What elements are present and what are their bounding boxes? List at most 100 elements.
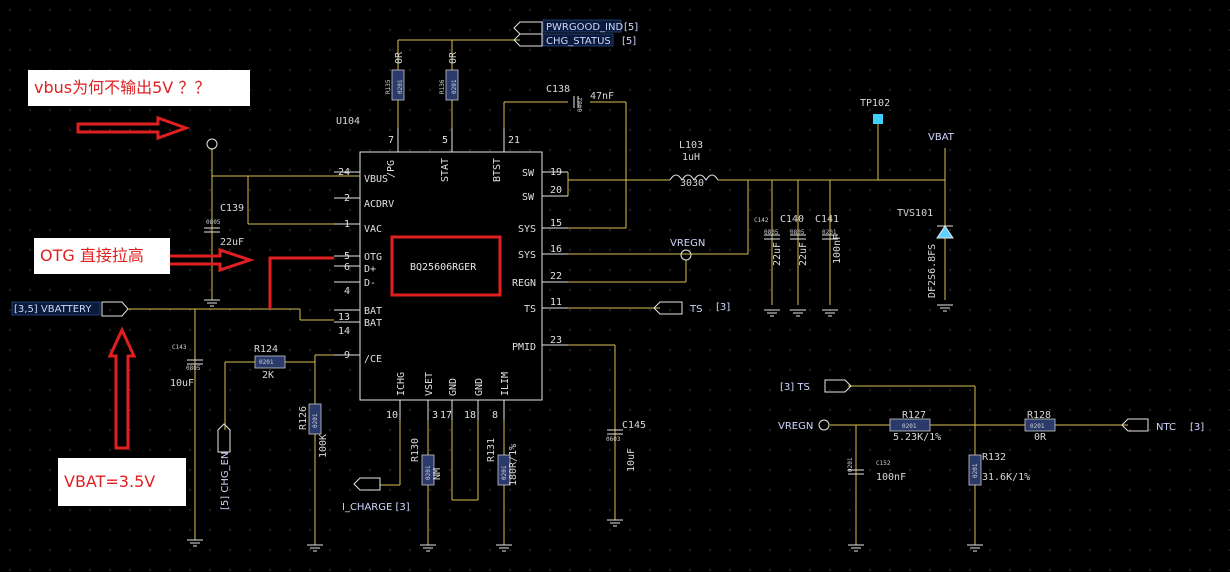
c152-pkg: 0201 — [847, 457, 854, 472]
r132-pkg: 0201 — [972, 463, 979, 478]
tp102-label: TP102 — [860, 98, 890, 109]
svg-text:4: 4 — [344, 286, 350, 297]
r130-pkg: 0201 — [425, 465, 432, 480]
svg-text:VAC: VAC — [364, 224, 382, 235]
svg-text:8: 8 — [492, 410, 498, 421]
c143-pkg: 0805 — [186, 365, 201, 372]
r135-ref: R135 — [385, 79, 392, 94]
r126-ref: R126 — [298, 406, 309, 430]
c140-val: 22uF — [798, 242, 809, 266]
svg-text:2: 2 — [344, 193, 350, 204]
svg-text:3: 3 — [432, 410, 438, 421]
l103-val: 1uH — [682, 152, 700, 163]
chg-en-port: [5] CHG_EN — [220, 452, 231, 510]
c141-val: 100nF — [832, 234, 843, 264]
svg-text:10: 10 — [386, 410, 398, 421]
svg-text:5: 5 — [442, 135, 448, 146]
ic-highlight-box — [390, 235, 502, 297]
c152-val: 100nF — [876, 472, 906, 483]
pwrgood-ref: [5] — [624, 22, 638, 33]
r131-val: 180R/1% — [508, 444, 519, 486]
svg-text:VSET: VSET — [424, 372, 435, 396]
svg-text:19: 19 — [550, 167, 562, 178]
ts-out-ref: [3] — [716, 302, 730, 313]
svg-text:BAT: BAT — [364, 318, 382, 329]
c145-val: 10uF — [626, 448, 637, 472]
r128-ref: R128 — [1027, 410, 1051, 421]
r128-val: 0R — [1034, 432, 1047, 443]
tvs101-ref: TVS101 — [897, 208, 933, 219]
svg-text:22: 22 — [550, 271, 562, 282]
c139-val: 22uF — [220, 237, 244, 248]
svg-text:BAT: BAT — [364, 306, 382, 317]
vregn2-terminal — [818, 419, 830, 431]
vregn-terminal — [680, 249, 692, 261]
otg-pullup-wire — [268, 256, 334, 309]
vbus-question-callout: vbus为何不输出5V ？？ — [28, 70, 250, 106]
svg-text:21: 21 — [508, 135, 520, 146]
i-charge-port: I_CHARGE [3] — [342, 502, 410, 513]
svg-text:VBUS: VBUS — [364, 174, 388, 185]
r127-pkg: 0201 — [902, 423, 917, 430]
c138-ref: C138 — [546, 84, 570, 95]
svg-text:SYS: SYS — [518, 250, 536, 261]
r131-ref: R131 — [486, 438, 497, 462]
svg-text:D-: D- — [364, 278, 376, 289]
svg-text:PMID: PMID — [512, 342, 536, 353]
r136-pkg: 0201 — [451, 79, 458, 94]
vbat-label: VBAT — [928, 132, 955, 143]
ts-out-port: TS — [689, 304, 702, 315]
svg-text:23: 23 — [550, 335, 562, 346]
svg-text:16: 16 — [550, 244, 562, 255]
svg-text:ICHG: ICHG — [396, 372, 407, 396]
svg-text:GND: GND — [474, 378, 485, 396]
r132-ref: R132 — [982, 452, 1006, 463]
r124-val: 2K — [262, 370, 274, 381]
annotation-arrows — [76, 115, 255, 450]
chg-status-port: CHG_STATUS — [546, 36, 611, 47]
svg-text:GND: GND — [448, 378, 459, 396]
svg-text:13: 13 — [338, 312, 350, 323]
tvs101-val: DF2S6.8FS — [927, 244, 938, 298]
svg-text:D+: D+ — [364, 264, 376, 275]
ic-part-number: BQ25606RGER — [410, 262, 477, 273]
c138-pkg: 0402 — [577, 97, 584, 112]
otg-note-callout: OTG 直接拉高 — [34, 238, 170, 274]
svg-text:20: 20 — [550, 185, 562, 196]
svg-text:/PG: /PG — [386, 160, 397, 178]
c139-ref: C139 — [220, 203, 244, 214]
svg-text:SW: SW — [522, 192, 535, 203]
svg-text:14: 14 — [338, 326, 350, 337]
svg-text:ILIM: ILIM — [500, 372, 511, 396]
chg-status-ref: [5] — [622, 36, 636, 47]
r130-ref: R130 — [410, 438, 421, 462]
svg-text:17: 17 — [440, 410, 452, 421]
pwrgood-port: PWRGOOD_IND — [546, 22, 623, 33]
r136-val: 0R — [448, 51, 459, 64]
l103-pkg: 3030 — [680, 178, 704, 189]
ntc-port: NTC — [1156, 422, 1176, 433]
ntc-ref: [3] — [1190, 422, 1204, 433]
c143-ref: C143 — [172, 344, 187, 351]
svg-text:5: 5 — [344, 251, 350, 262]
r131-pkg: 0201 — [501, 465, 508, 480]
r127-val: 5.23K/1% — [893, 432, 941, 443]
r130-val: NM — [432, 468, 443, 480]
r135-pkg: 0201 — [397, 79, 404, 94]
r135-val: 0R — [394, 51, 405, 64]
c140-pkg: 0805 — [790, 229, 805, 236]
svg-text:6: 6 — [344, 262, 350, 273]
c145-ref: C145 — [622, 420, 646, 431]
svg-text:/CE: /CE — [364, 354, 382, 365]
r128-pkg: 0201 — [1030, 423, 1045, 430]
svg-text:TS: TS — [524, 304, 536, 315]
c141-ref: C141 — [815, 214, 839, 225]
l103-ref: L103 — [679, 140, 703, 151]
ts-in-port: [3] TS — [780, 382, 810, 393]
svg-text:18: 18 — [464, 410, 476, 421]
svg-text:15: 15 — [550, 218, 562, 229]
c140-ref: C140 — [780, 214, 804, 225]
